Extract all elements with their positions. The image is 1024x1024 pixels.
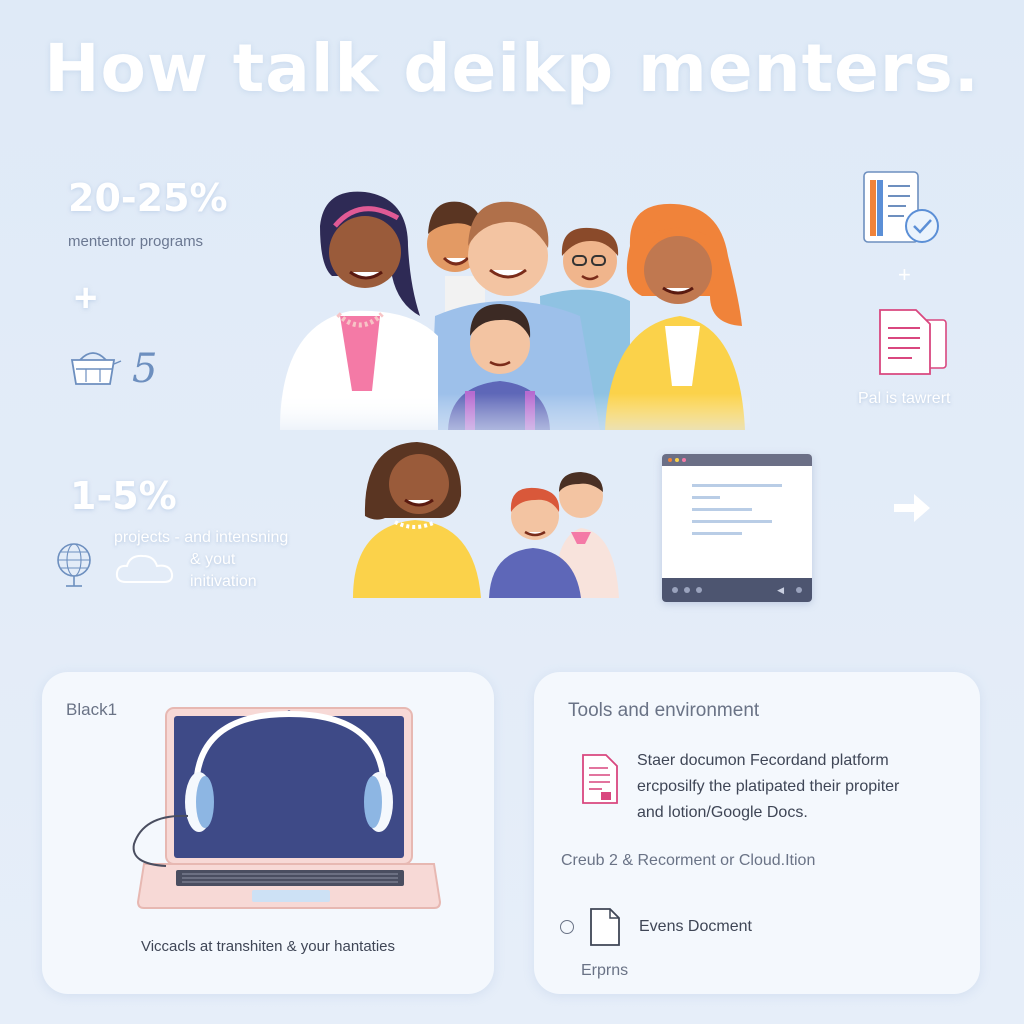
plus-sign-right: +: [898, 262, 911, 287]
stat-percentage-2: 1-5%: [70, 474, 177, 518]
basket-icon: [70, 352, 122, 385]
card-caption: Viccacls at transhiten & your hantaties: [140, 938, 396, 955]
globe-icon: [57, 543, 91, 587]
radio-button[interactable]: [560, 920, 574, 934]
document-icon: [582, 754, 618, 804]
tools-card: Tools and environment Staer documon Feco…: [534, 672, 980, 994]
doc-label: Pal is tawrert: [858, 390, 951, 407]
browser-titlebar: [662, 454, 812, 466]
headphones-icon: [132, 710, 393, 867]
mentors-group-illustration: [280, 186, 750, 430]
laptop-illustration: [132, 707, 442, 909]
team-illustration: [353, 442, 619, 598]
stat-label-2-line2: & yout: [190, 551, 236, 568]
stat-label-2-line3: initivation: [190, 573, 257, 590]
export-item[interactable]: Erprns: [581, 962, 629, 979]
plus-sign-left: +: [74, 276, 98, 320]
card-label: Black1: [66, 700, 118, 719]
browser-window: ◀: [662, 454, 812, 602]
tools-card-title: Tools and environment: [568, 700, 760, 721]
pink-document-icon: [879, 309, 947, 375]
doc-description-line3: and lotion/Google Docs.: [637, 804, 808, 821]
file-icon: [590, 908, 620, 946]
cloud-item: Creub 2 & Recorment or Cloud.Ition: [561, 852, 816, 869]
browser-content: [662, 466, 812, 535]
browser-footer: ◀: [662, 578, 812, 602]
doc-description-line1: Staer documon Fecordand platform: [637, 752, 889, 769]
checklist-doc-icon: [863, 171, 939, 243]
stat-number-5: 5: [132, 346, 158, 392]
stat-percentage-1: 20-25%: [68, 176, 228, 220]
laptop-card: Black1 Viccacls at transhiten & your han…: [42, 672, 494, 994]
events-document-item[interactable]: Evens Docment: [639, 918, 752, 935]
stat-label-2-line1: projects - and intensning: [114, 529, 289, 546]
arrow-right-icon[interactable]: [890, 488, 934, 528]
doc-description-line2: ercposilfy the platipated their propiter: [637, 778, 900, 795]
cloud-icon: [115, 554, 174, 583]
stat-label-1: mententor programs: [68, 233, 204, 250]
page-title: How talk deikp menters.: [44, 30, 980, 107]
